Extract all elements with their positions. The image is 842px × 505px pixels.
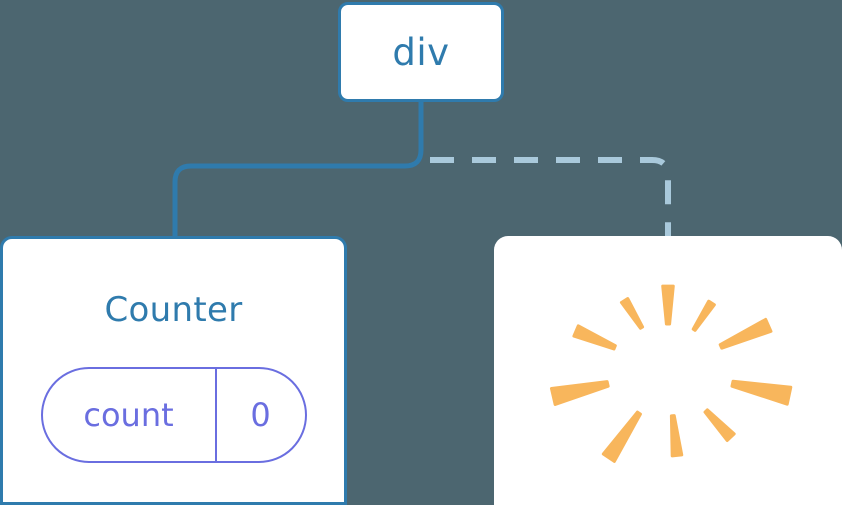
state-pill-count[interactable]: count 0 xyxy=(40,367,307,463)
starburst-ray-7 xyxy=(549,380,610,406)
state-pill-value: 0 xyxy=(250,396,271,434)
node-div[interactable]: div xyxy=(338,2,504,102)
node-rerender-highlight[interactable] xyxy=(494,236,842,505)
starburst-ray-8 xyxy=(572,324,617,351)
edge-div-to-counter xyxy=(172,99,424,242)
node-counter[interactable]: Counter count 0 xyxy=(0,236,347,505)
starburst-ray-9 xyxy=(619,297,645,330)
state-pill-key: count xyxy=(43,369,217,461)
starburst-ray-5 xyxy=(669,414,684,458)
starburst-ray-2 xyxy=(718,317,773,350)
starburst-ray-6 xyxy=(601,410,642,463)
starburst-ray-3 xyxy=(730,379,793,406)
starburst-icon xyxy=(549,284,793,463)
starburst-ray-1 xyxy=(691,299,716,332)
node-div-label: div xyxy=(392,30,450,74)
starburst-ray-4 xyxy=(703,408,736,442)
node-counter-label: Counter xyxy=(104,290,243,330)
starburst-ray-0 xyxy=(661,284,675,326)
edge-div-to-highlight xyxy=(430,157,671,239)
